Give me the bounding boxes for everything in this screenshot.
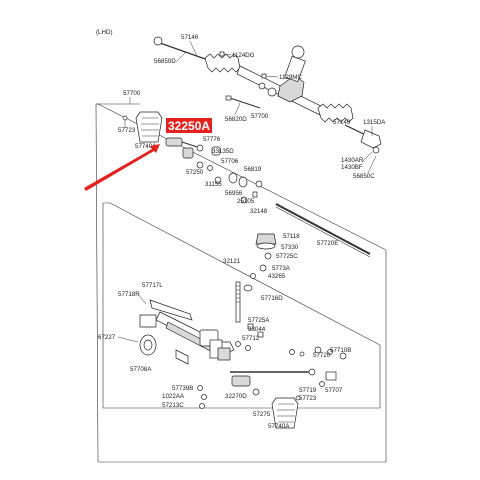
label-57740A: 57740A	[135, 143, 157, 150]
label-57718R: 57718R	[118, 291, 140, 298]
label-57118: 57118	[283, 233, 300, 240]
label-57706: 57706	[221, 158, 239, 165]
highlight-callout: 32250A	[84, 118, 212, 191]
label-57146: 57146	[181, 34, 199, 41]
inner-view-frame	[102, 202, 381, 409]
label-1430BF: 1430BF	[341, 164, 363, 171]
label-57707: 57707	[325, 387, 343, 394]
pinion-assembly	[235, 233, 277, 323]
label-1315DA: 1315DA	[363, 119, 386, 126]
label-25105: 25105	[237, 198, 255, 205]
left-tie-rod-parts	[122, 111, 263, 204]
label-57716D: 57716D	[261, 295, 283, 302]
label-33044: 33044	[248, 326, 266, 333]
right-lower-parts	[230, 346, 347, 387]
label-56820D: 56820D	[225, 116, 247, 123]
highlight-arrow-icon	[84, 144, 160, 191]
label-56819: 56819	[244, 166, 262, 173]
label-43265: 43265	[268, 273, 286, 280]
label-57213C: 57213C	[162, 402, 184, 409]
label-57717L: 57717L	[142, 282, 163, 289]
label-57275: 57275	[253, 411, 271, 418]
label-31155: 31155	[205, 181, 222, 188]
label-57720: 57720	[313, 352, 331, 359]
gear-housing	[139, 299, 264, 365]
bottom-parts	[197, 375, 301, 429]
label-57740A-lower: 57740A	[268, 423, 290, 430]
label-32148: 32148	[250, 208, 268, 215]
label-57700-top: 57700	[251, 113, 269, 120]
label-57330: 57330	[281, 244, 299, 251]
label-56956: 56956	[225, 190, 243, 197]
steering-gear-assembly	[153, 36, 382, 154]
label-1022AA: 1022AA	[162, 393, 185, 400]
label-57250: 57250	[186, 169, 204, 176]
label-57712: 57712	[242, 335, 260, 342]
label-57710B: 57710B	[330, 347, 351, 354]
label-57149: 57149	[333, 119, 351, 126]
label-57776: 57776	[203, 136, 221, 143]
label-1430AR: 1430AR	[341, 157, 364, 164]
label-57739B: 57739B	[172, 385, 193, 392]
label-5773A: 5773A	[272, 265, 291, 272]
label-1129MC: 1129MC	[279, 74, 302, 81]
label-32270D: 32270D	[225, 393, 247, 400]
label-32121: 32121	[223, 258, 241, 265]
label-1124DG: 1124DG	[232, 52, 255, 59]
variant-label: (LHD)	[96, 29, 113, 36]
label-56850C: 56850C	[353, 173, 375, 180]
label-33135D: 33135D	[212, 148, 234, 155]
label-57725C: 57725C	[276, 253, 298, 260]
label-57719: 57719	[299, 387, 317, 394]
label-57700-frame: 57700	[123, 90, 141, 97]
label-57708A: 57708A	[130, 366, 152, 373]
label-57723-lower: 57723	[299, 395, 317, 402]
label-56850D: 56850D	[154, 58, 176, 65]
label-57720E: 57720E	[317, 240, 338, 247]
label-57723: 57723	[118, 127, 136, 134]
label-67227: 67227	[98, 334, 116, 341]
highlight-part-number: 32250A	[168, 119, 210, 133]
label-57725A: 57725A	[248, 317, 270, 324]
rack-bar	[275, 203, 371, 258]
